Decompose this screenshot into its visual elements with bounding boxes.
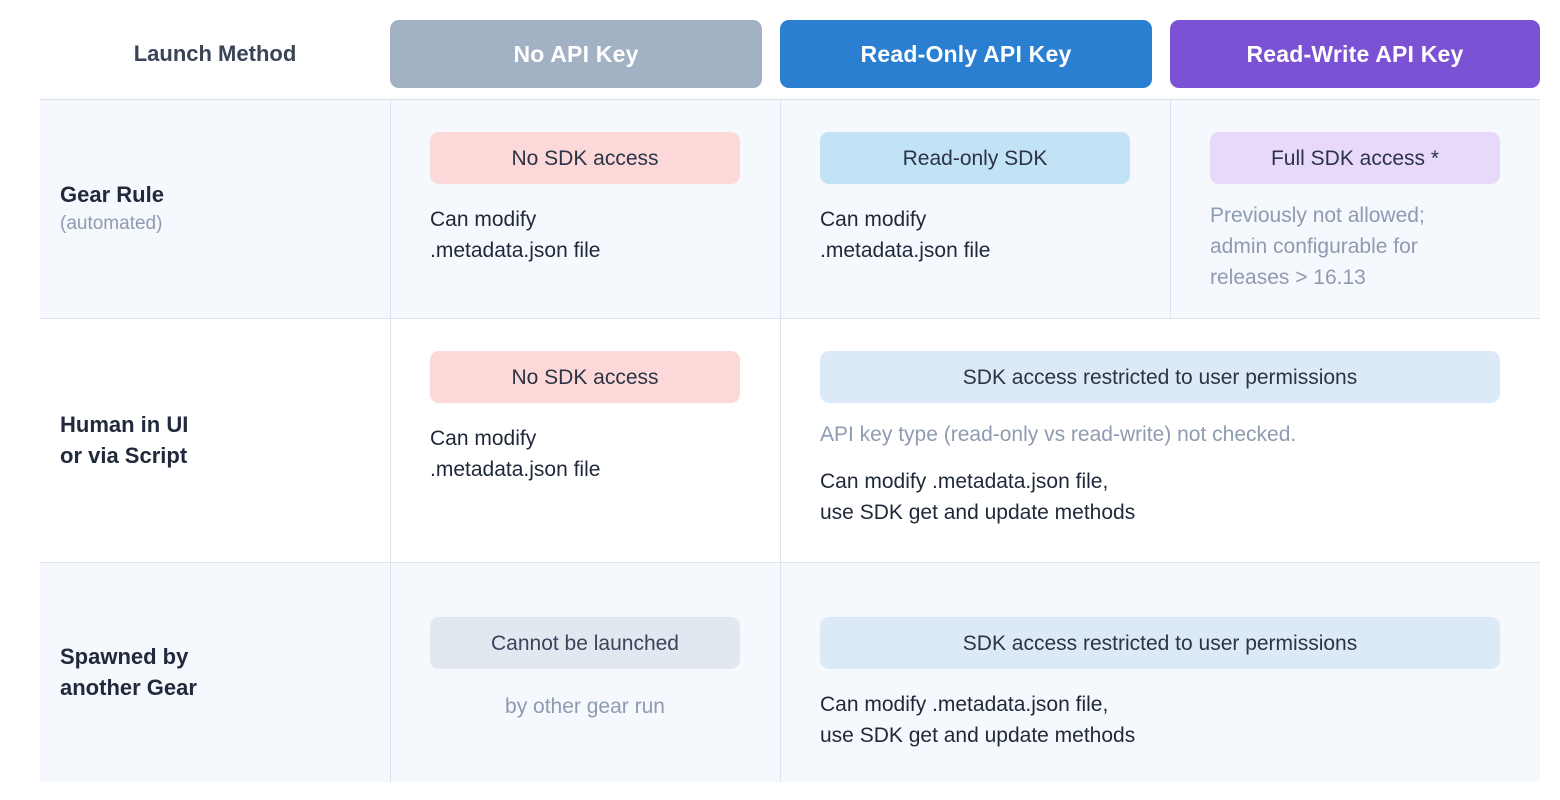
cell-human-read-only-and-read-write: SDK access restricted to user permission…	[780, 319, 1540, 562]
column-header-read-write-api-key: Read-Write API Key	[1170, 20, 1540, 88]
column-header-label: No API Key	[513, 40, 639, 67]
cell-human-no-api-key: No SDK access Can modify .metadata.json …	[390, 319, 780, 562]
column-divider	[390, 100, 391, 318]
column-divider	[780, 100, 781, 318]
cell-spawned-no-api-key: Cannot be launched by other gear run	[390, 563, 780, 782]
column-divider	[1170, 100, 1171, 318]
column-divider	[780, 319, 781, 562]
status-badge: Full SDK access *	[1210, 132, 1500, 184]
table-row: Human in UI or via Script No SDK access …	[40, 318, 1540, 562]
status-badge: SDK access restricted to user permission…	[820, 617, 1500, 669]
cell-note: Previously not allowed; admin configurab…	[1210, 204, 1425, 290]
column-divider	[780, 563, 781, 782]
cell-note: Can modify .metadata.json file, use SDK …	[820, 693, 1136, 748]
cell-gear-rule-read-only: Read-only SDK Can modify .metadata.json …	[780, 100, 1170, 318]
cell-note: by other gear run	[505, 695, 665, 718]
column-header-label: Read-Only API Key	[860, 40, 1072, 67]
row-header-title: Human in UI or via Script	[60, 412, 189, 468]
column-header-read-only-api-key: Read-Only API Key	[780, 20, 1152, 88]
row-header-title: Gear Rule	[60, 182, 164, 208]
row-header-subtitle: (automated)	[60, 213, 163, 235]
cell-note: Can modify .metadata.json file	[820, 208, 991, 263]
table-row: Spawned by another Gear Cannot be launch…	[40, 562, 1540, 782]
column-header-label: Read-Write API Key	[1246, 40, 1464, 67]
cell-note: Can modify .metadata.json file, use SDK …	[820, 470, 1136, 525]
column-divider	[390, 563, 391, 782]
status-badge: SDK access restricted to user permission…	[820, 351, 1500, 403]
row-header-gear-rule: Gear Rule (automated)	[60, 100, 390, 318]
column-header-no-api-key: No API Key	[390, 20, 762, 88]
column-divider	[390, 319, 391, 562]
cell-gear-rule-no-api-key: No SDK access Can modify .metadata.json …	[390, 100, 780, 318]
row-header-title: Spawned by another Gear	[60, 644, 197, 700]
header-row-label: Launch Method	[133, 41, 297, 66]
row-header-spawned-by-another-gear: Spawned by another Gear	[60, 563, 390, 782]
status-badge: No SDK access	[430, 132, 740, 184]
table-row: Gear Rule (automated) No SDK access Can …	[40, 99, 1540, 318]
cell-spawned-read-only-and-read-write: SDK access restricted to user permission…	[780, 563, 1540, 782]
status-badge: No SDK access	[430, 351, 740, 403]
table-header-row: Launch Method No API Key Read-Only API K…	[0, 0, 1560, 99]
status-badge: Read-only SDK	[820, 132, 1130, 184]
row-header-human-in-ui: Human in UI or via Script	[60, 319, 390, 562]
cell-gear-rule-read-write: Full SDK access * Previously not allowed…	[1170, 100, 1540, 318]
cell-note-muted: API key type (read-only vs read-write) n…	[820, 423, 1297, 446]
status-badge: Cannot be launched	[430, 617, 740, 669]
cell-note: Can modify .metadata.json file	[430, 427, 601, 482]
cell-note: Can modify .metadata.json file	[430, 208, 601, 263]
